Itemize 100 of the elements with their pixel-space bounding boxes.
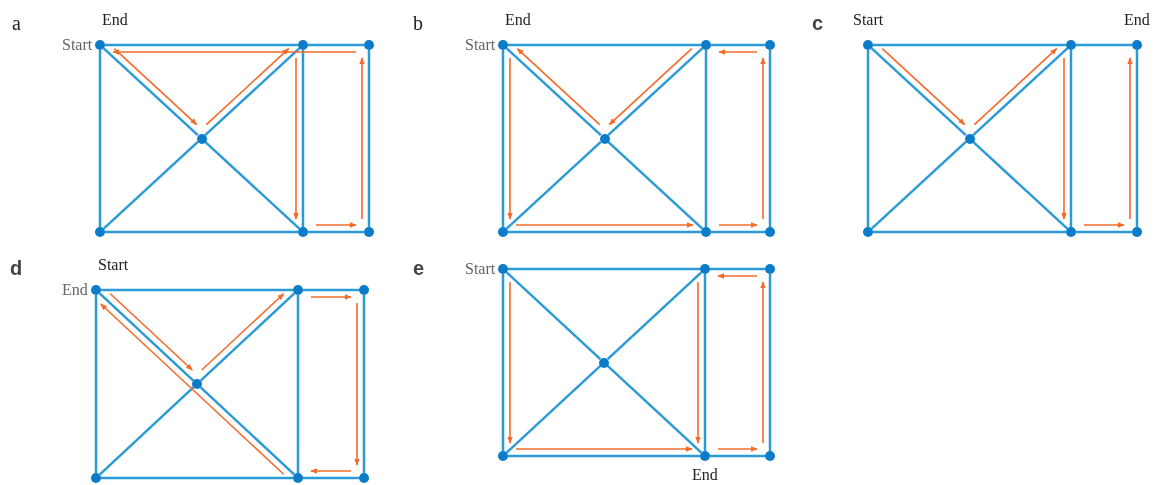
vertex-dot — [293, 285, 303, 295]
path-arrow — [205, 47, 290, 126]
graph-edge-line — [1135, 50, 1139, 227]
graph-edge-line — [870, 47, 967, 137]
vertex-dot — [1066, 40, 1076, 50]
path-arrow — [717, 273, 758, 279]
path-arrow — [99, 303, 285, 476]
path-arrow — [315, 222, 357, 228]
graph-edge-line — [98, 386, 195, 476]
graph-edge-line — [505, 140, 602, 230]
graph-edge-line — [296, 295, 300, 473]
vertex-dot — [765, 40, 775, 50]
path-arrow — [293, 57, 299, 220]
vertex-dot — [700, 264, 710, 274]
path-arrow — [310, 294, 352, 300]
graph-edge-line — [607, 47, 704, 137]
graph-edge-line — [501, 50, 505, 227]
path-arrow — [1061, 57, 1067, 220]
path-arrow — [359, 57, 365, 220]
graph-edge-line — [873, 43, 1066, 47]
graph-edge-line — [1076, 230, 1132, 234]
panel-letter: c — [812, 14, 824, 32]
graph-edge-line — [1069, 50, 1073, 227]
path-endpoint-label: End — [692, 466, 718, 484]
path-endpoint-label: Start — [465, 36, 496, 54]
vertex-dot — [964, 133, 975, 144]
path-arrow — [515, 222, 694, 228]
vertex-dot — [1132, 227, 1142, 237]
vertex-dot — [95, 227, 105, 237]
graph-edge-line — [711, 43, 765, 47]
vertex-dot — [1132, 40, 1142, 50]
path-endpoint-label: End — [102, 11, 128, 29]
graph-edge-line — [101, 288, 293, 292]
vertex-dot — [700, 451, 710, 461]
path-arrow — [718, 222, 758, 228]
path-arrow — [695, 281, 701, 444]
graph-edge-line — [303, 476, 359, 480]
path-arrow — [608, 47, 693, 126]
graph-edge-line — [102, 47, 199, 137]
graph-edge-line — [505, 365, 602, 454]
path-arrow — [1127, 57, 1133, 220]
panel-letter: d — [10, 259, 23, 277]
path-arrow — [516, 47, 601, 126]
graph-edge-line — [101, 476, 293, 480]
vertex-dot — [359, 285, 369, 295]
vertex-dot — [91, 473, 101, 483]
panel-letter: b — [413, 14, 423, 32]
graph-edge-line — [606, 271, 703, 360]
graph-edge-line — [199, 292, 296, 382]
graph-edge-line — [607, 140, 704, 230]
path-arrow — [1083, 222, 1125, 228]
vertex-dot — [599, 133, 610, 144]
vertex-dot — [498, 40, 508, 50]
graph-edge-line — [367, 50, 371, 227]
path-arrow — [760, 281, 766, 444]
graph-edge-line — [308, 43, 364, 47]
graph-edge-line — [98, 50, 102, 227]
graph-edge-line — [102, 140, 199, 230]
graph-edge-line — [704, 50, 708, 227]
graph-edge-line — [606, 365, 703, 454]
graph-edge-line — [972, 47, 1069, 137]
graph-edge-line — [873, 230, 1066, 234]
path-endpoint-label: End — [1124, 11, 1150, 29]
graph-edge-line — [508, 230, 701, 234]
graph-edge-line — [303, 288, 359, 292]
graph-edge-line — [204, 47, 301, 137]
vertex-dot — [498, 451, 508, 461]
vertex-dot — [192, 379, 202, 389]
vertex-dot — [298, 40, 308, 50]
path-endpoint-label: End — [505, 11, 531, 29]
graph-edge-line — [308, 230, 364, 234]
vertex-dot — [863, 227, 873, 237]
graph-edge-line — [711, 230, 765, 234]
vertex-dot — [765, 227, 775, 237]
path-arrow — [973, 47, 1058, 126]
vertex-dot — [91, 285, 101, 295]
path-arrow — [507, 57, 513, 220]
graph-edge-line — [105, 43, 298, 47]
vertex-dot — [359, 473, 369, 483]
path-endpoint-label: End — [62, 281, 88, 299]
path-arrow — [760, 57, 766, 220]
path-arrow — [507, 281, 513, 444]
graph-edge-line — [1076, 43, 1132, 47]
vertex-dot — [498, 227, 508, 237]
graph-edge-line — [98, 292, 195, 382]
vertex-dot — [498, 264, 508, 274]
path-arrow — [109, 292, 194, 371]
graph-edge-line — [508, 267, 700, 271]
graph-edge-line — [94, 295, 98, 473]
vertex-dot — [364, 227, 374, 237]
path-arrow — [112, 49, 357, 55]
path-endpoint-label: Start — [98, 256, 129, 274]
vertex-dot — [95, 40, 105, 50]
path-endpoint-label: Start — [853, 11, 884, 29]
path-arrow — [515, 446, 693, 452]
graph-edge-line — [501, 274, 505, 451]
graph-edge-line — [508, 43, 701, 47]
panel-letter: e — [413, 259, 425, 277]
path-arrow — [310, 468, 352, 474]
vertex-dot — [364, 40, 374, 50]
